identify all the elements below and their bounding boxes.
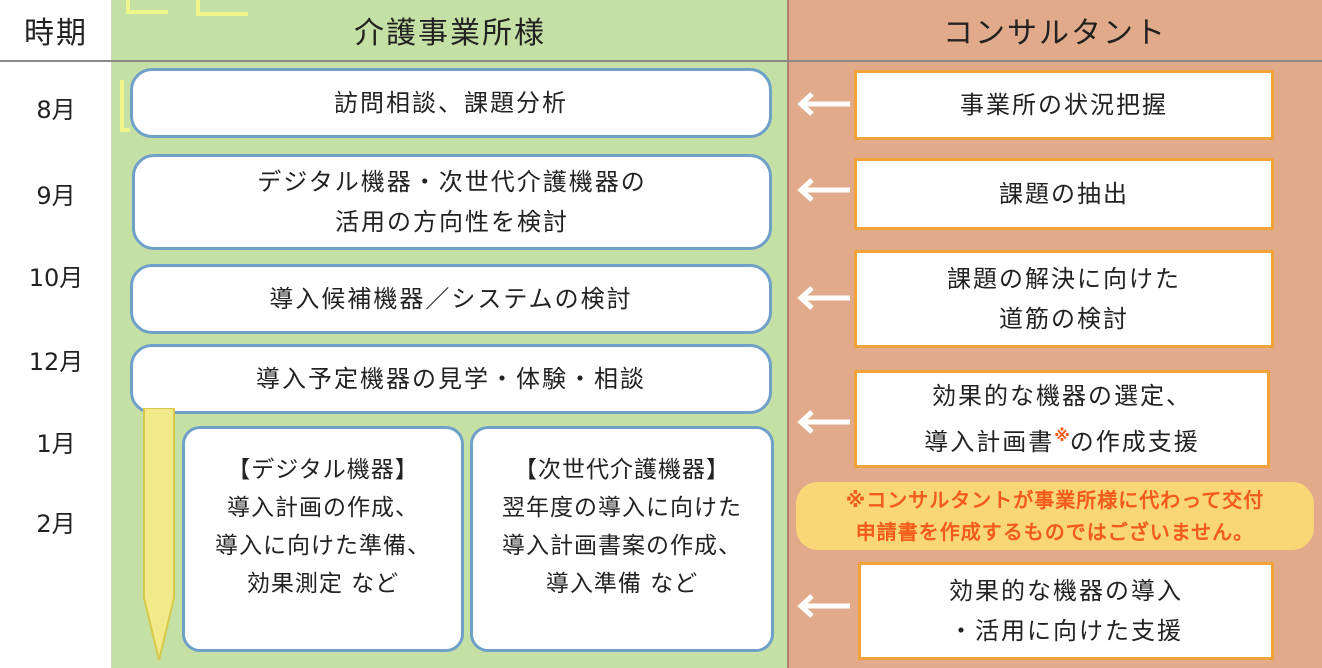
footnote-note: ※コンサルタントが事業所様に代わって交付 申請書を作成するものではございません。: [796, 482, 1314, 550]
decorative-doodle-left: [120, 80, 130, 132]
digital-devices-track: 【デジタル機器】 導入計画の作成、 導入に向けた準備、 効果測定 など: [182, 426, 464, 652]
decorative-doodle-top: [126, 0, 248, 16]
left-arrow-icon: [797, 286, 850, 310]
facility-step-box: 導入候補機器／システムの検討: [130, 264, 772, 334]
month-label: 2月: [36, 510, 76, 538]
consultant-step-box: 効果的な機器の選定、 導入計画書※の作成支援: [854, 370, 1270, 468]
next-gen-devices-track: 【次世代介護機器】 翌年度の導入に向けた 導入計画書案の作成、 導入準備 など: [470, 426, 774, 652]
consultant-step-box: 効果的な機器の導入 ・活用に向けた支援: [858, 562, 1274, 660]
header-period: 時期: [24, 16, 88, 51]
header-consultant: コンサルタント: [943, 16, 1167, 51]
facility-step-box: デジタル機器・次世代介護機器の 活用の方向性を検討: [132, 154, 772, 250]
consultant-step-box: 課題の抽出: [854, 158, 1274, 230]
left-arrow-icon: [797, 594, 850, 618]
month-label: 12月: [28, 348, 84, 376]
footnote-mark: ※: [1054, 426, 1070, 445]
facility-step-box: 訪問相談、課題分析: [130, 68, 772, 138]
consultant-step-text: の作成支援: [1069, 428, 1200, 456]
left-column-line: [111, 0, 112, 668]
left-arrow-icon: [797, 92, 850, 116]
left-arrow-icon: [797, 178, 850, 202]
consultant-step-box: 事業所の状況把握: [854, 70, 1274, 140]
month-label: 8月: [36, 96, 76, 124]
header-divider: [0, 60, 1322, 62]
consultant-step-text: 導入計画書: [924, 428, 1055, 456]
month-label: 10月: [28, 264, 84, 292]
facility-step-box: 導入予定機器の見学・体験・相談: [130, 344, 772, 414]
consultant-step-line: 効果的な機器の選定、: [932, 382, 1192, 410]
month-label: 9月: [36, 182, 76, 210]
consultant-step-line: 導入計画書※の作成支援: [924, 416, 1200, 462]
pencil-timeline: [143, 408, 175, 661]
consultant-step-box: 課題の解決に向けた 道筋の検討: [854, 250, 1274, 348]
column-divider: [787, 0, 789, 668]
month-label: 1月: [36, 430, 76, 458]
header-facility: 介護事業所様: [354, 16, 546, 51]
left-arrow-icon: [797, 410, 850, 434]
